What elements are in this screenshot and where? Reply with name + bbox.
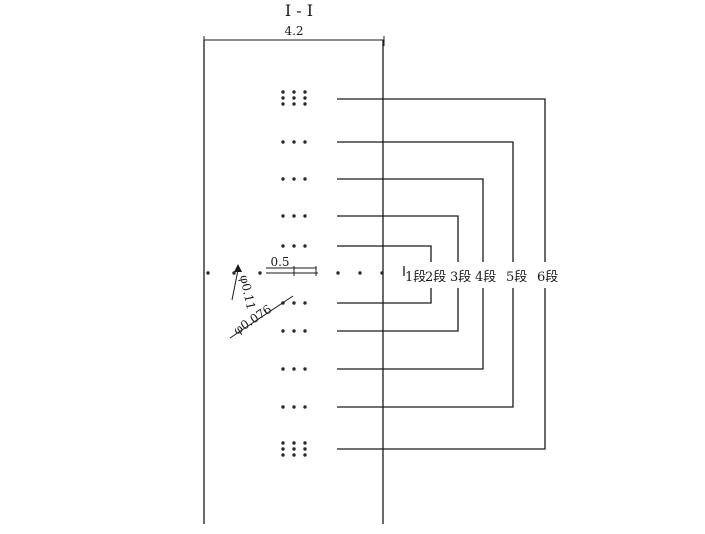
diameter-arrow-icon [234, 264, 242, 272]
hole-row-369 [281, 367, 307, 371]
segment-4-bracket-lower [337, 288, 484, 370]
hole-row-center [206, 271, 384, 275]
section-title: I - I [285, 1, 313, 20]
segment-2-bracket-lower [337, 288, 432, 304]
segment-label-1: 1段 [405, 270, 426, 285]
segment-label-3: 3段 [450, 270, 471, 285]
hole-row-216 [281, 214, 307, 218]
segment-6-bracket [337, 98, 546, 262]
segment-3-bracket-lower [337, 288, 459, 332]
segment-label-2: 2段 [425, 270, 446, 285]
hole-row-246 [281, 244, 307, 248]
diameter-leaders: φ0.11 φ0.076 [229, 264, 294, 339]
segment-label-4: 4段 [475, 270, 496, 285]
segment-label-6: 6段 [537, 270, 558, 285]
spacing-dimension: 0.5 [266, 255, 318, 276]
diameter-label-d1: φ0.11 [237, 274, 258, 311]
hole-grid-bottom [281, 441, 307, 457]
segment-labels: 1段 2段 3段 4段 5段 6段 [405, 270, 558, 285]
hole-row-407 [281, 405, 307, 409]
segment-brackets [337, 98, 546, 450]
hole-row-142 [281, 140, 307, 144]
segment-5-bracket-lower [337, 288, 514, 408]
segment-6-bracket-lower [337, 288, 546, 450]
segment-5-bracket [337, 141, 514, 262]
hole-row-179 [281, 177, 307, 181]
hole-groups [206, 90, 384, 457]
spacing-dimension-label: 0.5 [270, 255, 289, 269]
segment-3-bracket [337, 215, 459, 262]
width-dimension: 4.2 [203, 24, 385, 46]
width-dimension-label: 4.2 [284, 24, 303, 38]
segment-2-bracket [337, 245, 432, 262]
hole-row-331 [281, 329, 307, 333]
hole-grid-top [281, 90, 307, 106]
segment-4-bracket [337, 178, 484, 262]
segment-label-5: 5段 [506, 270, 527, 285]
